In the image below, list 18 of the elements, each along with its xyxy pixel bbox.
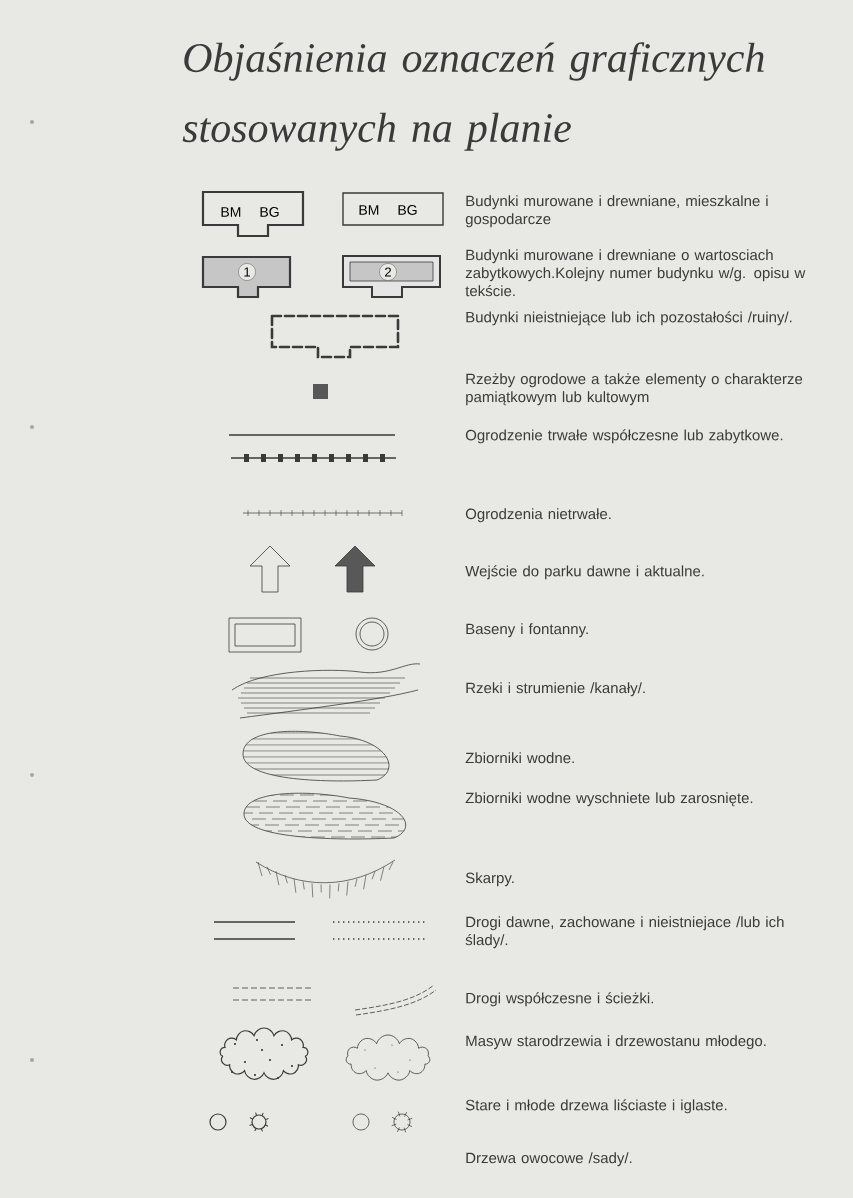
legend-text: Skarpy.: [465, 872, 514, 887]
legend-text: Baseny i fontanny.: [466, 623, 588, 638]
legend-text: Budynki nieistniejące lub ich pozostałości /ruiny/.: [466, 311, 792, 326]
legend-text: Budynki murowane i drewniane, mieszkalne i gospodarcze: [465, 195, 768, 228]
legend-text: Budynki murowane i drewniane o wartosciach zabytkowych.Kolejny numer budynku w/g. opisu w tekście.: [465, 249, 806, 297]
legend-text: Drogi dawne, zachowane i nieistniejace /lub ich ślady/.: [465, 916, 784, 949]
legend-text: Ogrodzenia nietrwałe.: [465, 508, 611, 523]
legend-text: Rzeżby ogrodowe a także elementy o charakterze pamiątkowym lub kultowym: [466, 373, 803, 406]
legend-text: Masyw starodrzewia i drzewostanu młodego.: [466, 1035, 766, 1050]
legend-text: Wejście do parku dawne i aktualne.: [465, 565, 704, 580]
title: Objaśnienia oznaczeń graficznych stosowanych na planie: [182, 42, 764, 151]
legend-text: Drogi współczesne i ścieżki.: [466, 992, 653, 1007]
legend-text: Stare i młode drzewa liściaste i iglaste.: [465, 1099, 727, 1114]
legend-text: Zbiorniki wodne.: [465, 752, 574, 764]
legend-text: Drzewa owocowe /sady/.: [466, 1152, 632, 1167]
legend-text: Zbiorniki wodne wyschniete lub zarosnięte.: [465, 792, 753, 807]
legend-text: Rzeki i strumienie /kanały/.: [466, 682, 645, 697]
legend-text: Ogrodzenie trwałe współczesne lub zabytkowe.: [465, 429, 783, 444]
